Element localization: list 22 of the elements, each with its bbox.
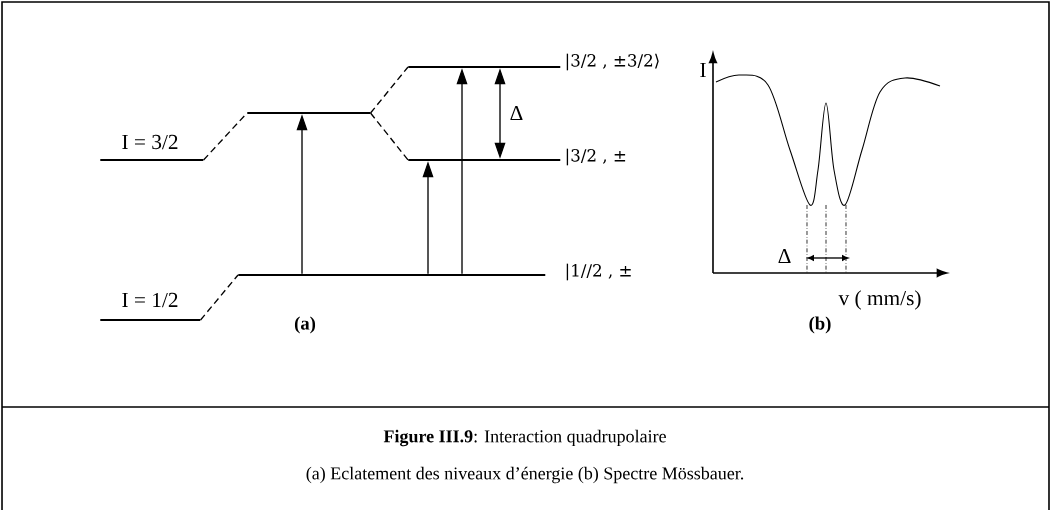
axis-label: v ( mm/s) — [838, 290, 921, 310]
level-label: I = 3/2 — [122, 134, 178, 150]
energy-level-line — [408, 159, 561, 161]
level-label: |1//2 , ± — [566, 263, 631, 281]
energy-level-line — [247, 112, 371, 114]
energy-level-line — [100, 159, 204, 161]
caption-line: (a) Eclatement des niveaux d’énergie (b) Spectre Mössbauer. — [306, 466, 744, 484]
dashed-connector — [199, 274, 239, 321]
axis-label: I — [700, 63, 706, 77]
energy-level-line — [238, 274, 546, 276]
panel-label: (a) — [294, 316, 316, 334]
energy-level-line — [100, 319, 201, 321]
level-label: |3/2 , ±3/2⟩ — [566, 53, 659, 71]
dashed-connector — [369, 66, 409, 114]
dashed-connector — [369, 112, 409, 161]
caption-line: Figure III.9: Interaction quadrupolaire — [383, 429, 666, 447]
delta-label: Δ — [778, 248, 791, 264]
level-label: I = 1/2 — [122, 292, 178, 308]
energy-level-line — [408, 66, 561, 68]
panel-label: (b) — [809, 316, 831, 334]
edge-label: Δ — [510, 105, 523, 121]
level-label: |3/2 , ± — [566, 148, 626, 166]
